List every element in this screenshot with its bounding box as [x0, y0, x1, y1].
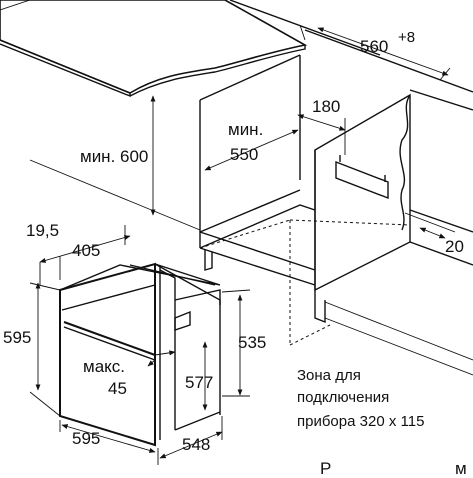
dim-depth-body: 405 [72, 241, 100, 260]
dim-width-total: 595 [72, 429, 100, 448]
dim-min-width-prefix: мин. [228, 120, 263, 139]
connection-zone-line2: подключения [297, 389, 389, 406]
dim-min-height: мин. 600 [80, 147, 148, 166]
dim-height-inner: 535 [238, 333, 266, 352]
dim-height-total: 595 [3, 328, 31, 347]
dim-height-mid: 577 [185, 373, 213, 392]
dim-gap: 20 [445, 237, 464, 256]
countertop [0, 0, 308, 98]
dim-cutout: 180 [312, 97, 340, 116]
dim-min-width-value: 550 [230, 145, 258, 164]
dim-niche-tolerance: +8 [398, 29, 415, 46]
side-panel [314, 93, 473, 376]
dim-niche-width: 560 [360, 37, 388, 56]
connection-zone-outline [199, 219, 411, 346]
footer-partial-right: м [455, 459, 467, 478]
oven [59, 262, 221, 447]
footer-partial-left: Р [320, 459, 331, 478]
dim-max-prefix: макс. [83, 357, 125, 376]
dim-max-value: 45 [108, 379, 127, 398]
dimension-lines [29, 24, 456, 465]
dim-depth-total: 548 [182, 435, 210, 454]
connection-zone-line3: прибора 320 x 115 [297, 413, 424, 430]
connection-zone-line1: Зона для [297, 367, 361, 384]
dim-front-offset: 19,5 [26, 221, 59, 240]
